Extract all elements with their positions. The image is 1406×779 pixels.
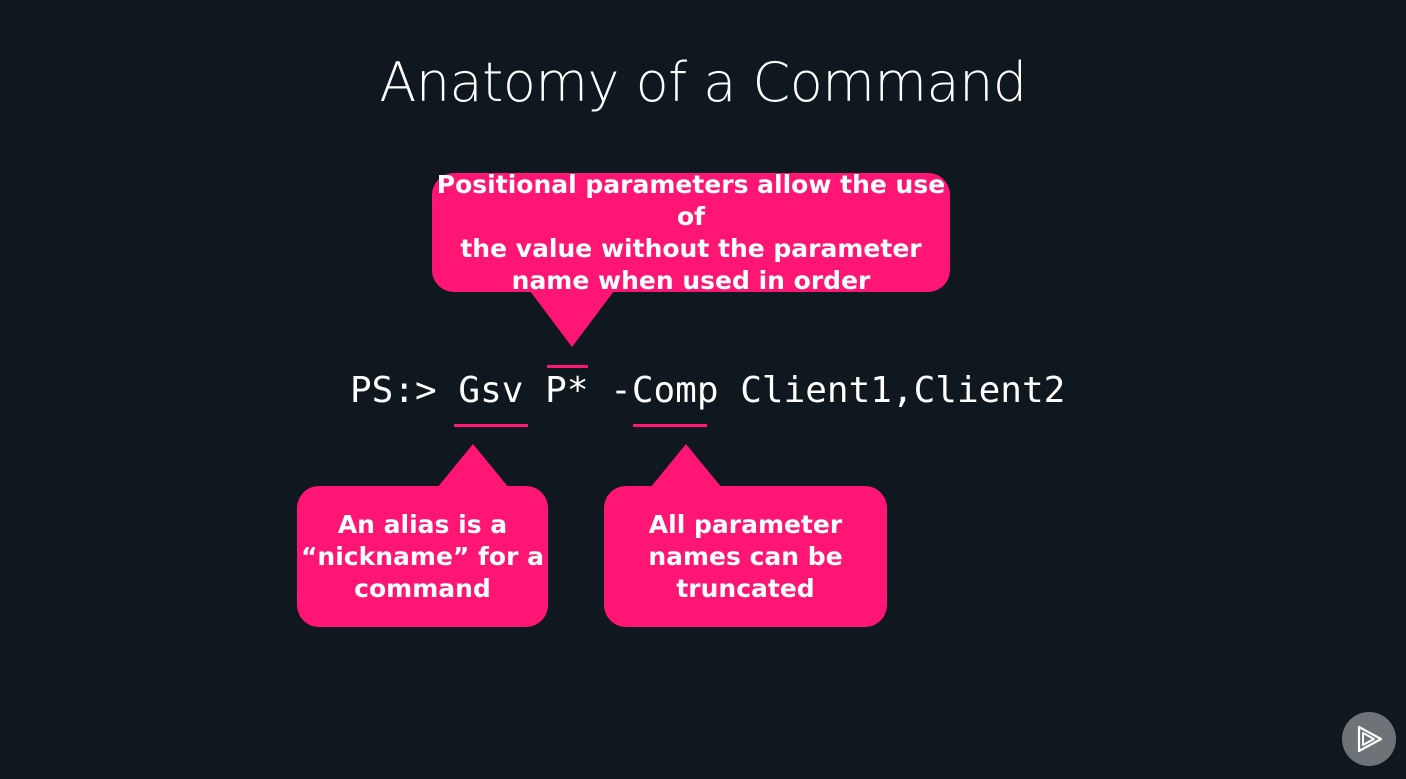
callout-truncation: All parameter names can be truncated [604, 486, 887, 627]
play-logo-icon [1342, 712, 1396, 766]
callout-positional-line-1: Positional parameters allow the use of [436, 169, 946, 231]
command-positional-value: P* [545, 370, 589, 411]
callout-positional-parameters: Positional parameters allow the use of t… [432, 170, 950, 295]
command-prompt: PS:> [350, 370, 437, 411]
command-parameter: -Comp [610, 370, 719, 411]
callout-alias-pointer [437, 444, 509, 488]
callout-alias: An alias is a “nickname” for a command [297, 486, 548, 627]
callout-truncation-line-3: truncated [676, 573, 815, 603]
callout-alias-line-2: “nickname” for a [300, 541, 544, 571]
callout-truncation-pointer [650, 444, 722, 488]
callout-alias-line-1: An alias is a [337, 509, 508, 539]
callout-truncation-line-2: names can be [648, 541, 843, 571]
callout-truncation-line-1: All parameter [648, 509, 843, 539]
play-logo-glyph [1357, 725, 1383, 753]
command-alias: Gsv [458, 370, 524, 411]
slide-title: Anatomy of a Command [379, 51, 1027, 114]
positional-value-overline [547, 365, 588, 368]
command-argument: Client1,Client2 [740, 370, 1066, 411]
alias-underline [454, 424, 528, 427]
callout-positional-line-2: the value without the parameter [460, 233, 922, 263]
callout-positional-pointer [530, 291, 614, 347]
command-line: PS:> Gsv P* -Comp Client1,Client2 [350, 366, 1065, 416]
parameter-underline [633, 424, 707, 427]
callout-positional-line-3: name when used in order [511, 265, 871, 295]
callout-alias-line-3: command [354, 573, 491, 603]
